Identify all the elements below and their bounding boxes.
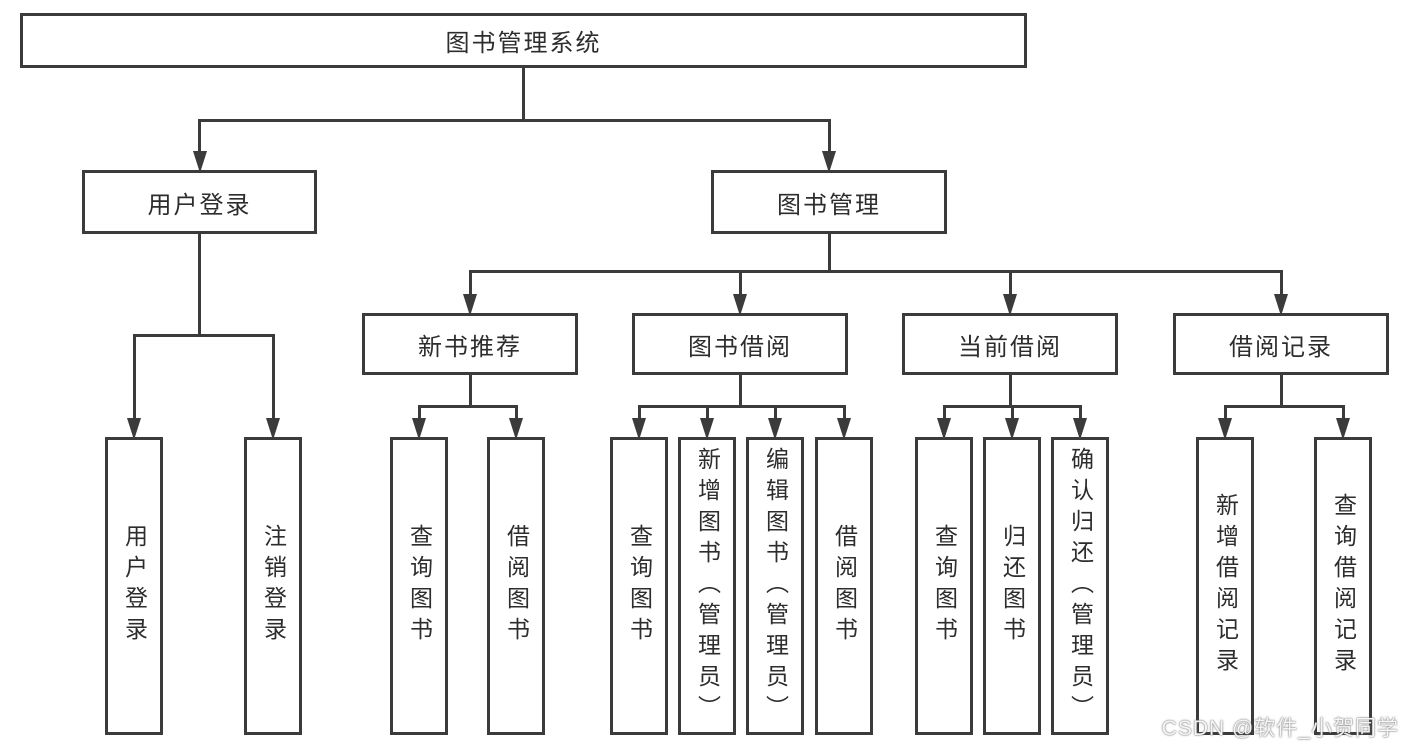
node-current-borrow: 当前借阅 <box>902 313 1118 375</box>
connector-line <box>1341 406 1345 421</box>
connector-line <box>1279 271 1283 297</box>
connector-line <box>198 234 201 337</box>
arrow-down-icon <box>192 151 207 173</box>
connector-line <box>942 406 946 421</box>
connector-line <box>132 333 275 337</box>
arrow-down-icon <box>1218 418 1232 440</box>
node-borrow-records: 借阅记录 <box>1173 313 1389 375</box>
connector-line <box>1279 375 1283 408</box>
csdn-watermark: CSDN @软件_小贺同学 <box>1161 717 1399 740</box>
arrow-down-icon <box>463 294 477 316</box>
arrow-down-icon <box>768 418 782 440</box>
node-leaf-confirm-return: 确认归还（管理员） <box>1051 437 1109 735</box>
arrow-down-icon <box>822 151 836 173</box>
node-root: 图书管理系统 <box>20 13 1027 68</box>
connector-line <box>773 406 777 421</box>
connector-line <box>705 406 709 421</box>
arrow-down-icon <box>127 418 141 440</box>
node-book-borrow: 图书借阅 <box>632 313 848 375</box>
arrow-down-icon <box>1005 418 1019 440</box>
connector-line <box>271 335 275 421</box>
connector-line <box>842 406 846 421</box>
arrow-down-icon <box>412 418 426 440</box>
connector-line <box>1008 271 1012 297</box>
connector-line <box>1223 406 1227 421</box>
node-leaf-borrow-book-1: 借阅图书 <box>487 437 545 735</box>
connector-line <box>637 404 846 408</box>
connector-line <box>1008 375 1012 408</box>
connector-line <box>1078 406 1082 421</box>
node-leaf-query-record: 查询借阅记录 <box>1314 437 1372 735</box>
arrow-down-icon <box>266 418 280 440</box>
node-leaf-add-book: 新增图书（管理员） <box>678 437 736 735</box>
connector-line <box>468 375 472 408</box>
connector-line <box>738 375 742 408</box>
node-leaf-query-book-2: 查询图书 <box>610 437 668 735</box>
connector-line <box>468 271 472 297</box>
node-leaf-query-book-3: 查询图书 <box>915 437 973 735</box>
node-book-mgmt: 图书管理 <box>711 170 947 234</box>
arrow-down-icon <box>837 418 851 440</box>
node-leaf-logout: 注销登录 <box>244 437 302 735</box>
node-leaf-query-book-1: 查询图书 <box>390 437 448 735</box>
node-leaf-borrow-book-2: 借阅图书 <box>815 437 873 735</box>
arrow-down-icon <box>509 418 523 440</box>
arrow-down-icon <box>700 418 714 440</box>
arrow-down-icon <box>1003 294 1017 316</box>
connector-line <box>1010 406 1014 421</box>
connector-line <box>417 406 421 421</box>
node-user-login: 用户登录 <box>82 170 317 234</box>
node-new-book-rec: 新书推荐 <box>362 313 578 375</box>
node-leaf-user-login: 用户登录 <box>105 437 163 735</box>
arrow-down-icon <box>632 418 646 440</box>
connector-line <box>132 335 136 421</box>
connector-line <box>827 234 831 273</box>
node-leaf-edit-book: 编辑图书（管理员） <box>746 437 804 735</box>
connector-line <box>738 271 742 297</box>
connector-line <box>827 120 831 154</box>
connector-line <box>1223 404 1345 408</box>
arrow-down-icon <box>733 294 747 316</box>
connector-line <box>198 120 201 154</box>
connector-line <box>514 406 518 421</box>
arrow-down-icon <box>937 418 951 440</box>
connector-line <box>468 269 1283 273</box>
arrow-down-icon <box>1073 418 1087 440</box>
arrow-down-icon <box>1336 418 1350 440</box>
node-leaf-return-book: 归还图书 <box>983 437 1041 735</box>
connector-line <box>417 404 518 408</box>
connector-line <box>522 68 525 122</box>
arrow-down-icon <box>1274 294 1288 316</box>
connector-line <box>198 118 831 122</box>
connector-line <box>637 406 641 421</box>
node-leaf-add-record: 新增借阅记录 <box>1196 437 1254 735</box>
